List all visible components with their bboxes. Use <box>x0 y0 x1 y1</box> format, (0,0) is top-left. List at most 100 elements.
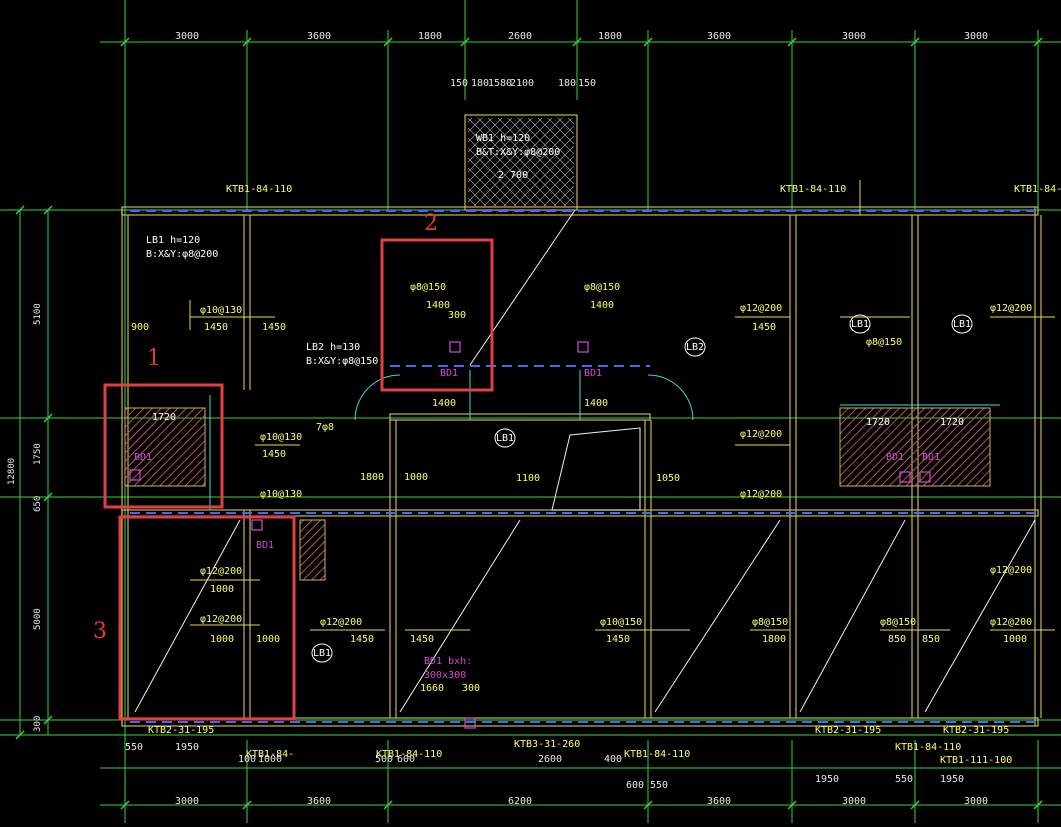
rebar-label: φ12@200 <box>740 303 782 314</box>
rebar-label: φ12@200 <box>200 566 242 577</box>
secondary-bottom-dimensions: 550 1950 100 1000 500 600 2600 400 600 5… <box>125 742 964 791</box>
bd-note: 300x300 <box>424 670 466 681</box>
hatched-zone <box>839 407 991 487</box>
span-label: 850 <box>922 634 940 645</box>
rebar-label: φ12@200 <box>740 489 782 500</box>
beam-tag: KTB3-31-260 <box>514 739 580 750</box>
top-dimensions: 3000 3600 1800 2600 1800 3600 3000 3000 <box>175 31 988 42</box>
rebar-label: φ10@130 <box>200 305 242 316</box>
rebar-label: φ8@150 <box>410 282 446 293</box>
beam-lines <box>130 210 1035 723</box>
callout-box-3 <box>118 515 296 721</box>
span-label: 1000 <box>1003 634 1027 645</box>
region-tag: LB1 <box>953 319 971 330</box>
slab-note: B:X&Y:φ8@200 <box>146 249 218 260</box>
rebar-label: φ10@130 <box>260 432 302 443</box>
span-label: 1450 <box>606 634 630 645</box>
span-label: 1450 <box>752 322 776 333</box>
dim-label: 1750 <box>33 443 43 465</box>
dim-label: 1000 <box>258 754 282 765</box>
stair-span: 1400 <box>590 300 614 311</box>
rebar-label: φ12@200 <box>990 303 1032 314</box>
span-label: 900 <box>131 322 149 333</box>
dim-label: 3000 <box>964 31 988 42</box>
beam-tag: KTB1-84- <box>246 749 294 760</box>
rebar-label: φ8@150 <box>866 337 902 348</box>
bd-tag: BD1 <box>440 368 458 379</box>
region-tag: LB1 <box>496 433 514 444</box>
slab-note: LB1 h=120 <box>146 235 200 246</box>
rebar-label: φ12@200 <box>990 617 1032 628</box>
rebar-label: φ12@200 <box>320 617 362 628</box>
rebar-label: φ10@150 <box>600 617 642 628</box>
span-label: 1000 <box>210 634 234 645</box>
beam-tag: KTB1-84- <box>1014 184 1061 195</box>
bd-note: BD1 bxh: <box>424 656 472 667</box>
span-label: 850 <box>888 634 906 645</box>
misc-label: 1100 <box>516 473 540 484</box>
dim-label: 3600 <box>307 796 331 807</box>
dimension-ticks <box>15 37 1043 810</box>
span-label: 1450 <box>262 449 286 460</box>
dim-label: 150 <box>578 78 596 89</box>
dim-label: 300 <box>33 716 43 732</box>
bd-tag: BD1 <box>922 452 940 463</box>
stair-span: 300 <box>448 310 466 321</box>
bd-tags: BD1 BD1 BD1 BD1 BD1 BD1 BD1 bxh: 300x300 <box>134 368 940 681</box>
dim-label: 2100 <box>510 78 534 89</box>
dim-label: 180 <box>471 78 489 89</box>
beam-tag: KTB1-111-100 <box>940 755 1012 766</box>
beam-tag: KTB1-84-110 <box>376 749 442 760</box>
dim-label: 1800 <box>598 31 622 42</box>
callout-numbers: 1 2 3 <box>93 211 438 644</box>
crosshatch-zone <box>468 118 574 206</box>
rebar-label: φ8@150 <box>752 617 788 628</box>
beam-tag: KTB1-84-110 <box>780 184 846 195</box>
slab-note: LB2 h=130 <box>306 342 360 353</box>
dim-label: 650 <box>33 496 43 512</box>
dim-label: 3000 <box>964 796 988 807</box>
walls <box>121 114 1042 727</box>
dim-label: 1580 <box>488 78 512 89</box>
span-label: 1000 <box>210 584 234 595</box>
dim-label: 6200 <box>508 796 532 807</box>
stair-span: 1400 <box>426 300 450 311</box>
callout-number-3: 3 <box>93 619 107 644</box>
bd-tag: BD1 <box>886 452 904 463</box>
callout-box-1 <box>103 383 224 509</box>
dim-label: 2600 <box>538 754 562 765</box>
callout-number-1: 1 <box>147 346 161 371</box>
dim-label: 1800 <box>418 31 442 42</box>
dim-label: 550 <box>125 742 143 753</box>
region-tag: LB1 <box>851 319 869 330</box>
misc-label: 1720 <box>866 417 890 428</box>
beam-tag: KTB1-84-110 <box>624 749 690 760</box>
slab-note: B:X&Y:φ8@150 <box>306 356 378 367</box>
hatched-zone <box>299 519 326 581</box>
bd-tag: BD1 <box>134 452 152 463</box>
dim-label: 3000 <box>175 31 199 42</box>
dim-label: 3600 <box>707 31 731 42</box>
region-tag: LB2 <box>686 342 704 353</box>
span-label: 1450 <box>350 634 374 645</box>
bd-tag: BD1 <box>584 368 602 379</box>
left-dimensions: 5100 1750 650 5000 300 12800 <box>7 303 43 732</box>
dim-label: 5100 <box>33 303 43 325</box>
region-tag-circles <box>311 314 973 663</box>
hatched-zone <box>124 407 206 487</box>
dim-label: 3000 <box>842 31 866 42</box>
dim-label: 600 <box>626 780 644 791</box>
span-label: 1000 <box>404 472 428 483</box>
dim-label: 1950 <box>940 774 964 785</box>
region-tags: LB2 LB1 LB1 LB1 LB1 <box>313 319 971 659</box>
beam-tag: KTB2-31-195 <box>943 725 1009 736</box>
misc-label: 1050 <box>656 473 680 484</box>
misc-labels: 7φ8 2 700 1720 1720 1720 1660 300 1100 1… <box>152 170 964 694</box>
dim-label: 5000 <box>33 608 43 630</box>
dim-label: 500 <box>375 754 393 765</box>
callout-box-2 <box>380 238 494 392</box>
callout-number-2: 2 <box>424 211 438 236</box>
rebar-label: φ12@200 <box>740 429 782 440</box>
slab-note: WB1 h=120 <box>476 133 530 144</box>
